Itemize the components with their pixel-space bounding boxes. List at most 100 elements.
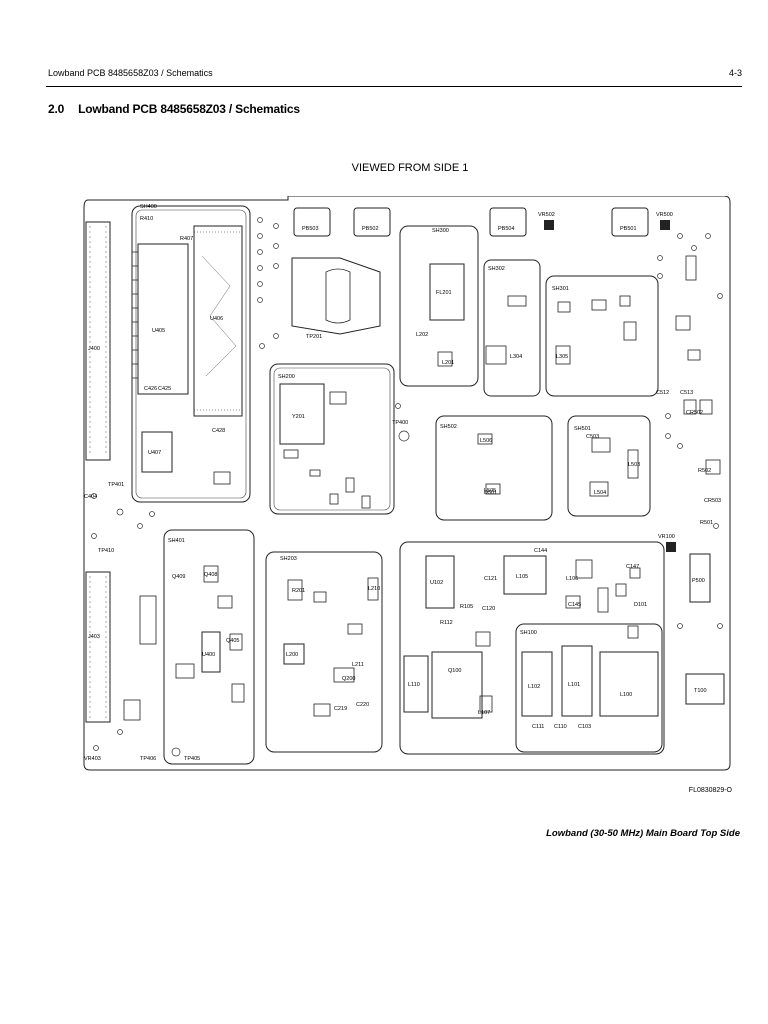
shield-sh502: [435, 415, 553, 521]
vias: [91, 217, 723, 757]
label-j400: J400: [88, 346, 100, 352]
section-title: 2.0 Lowband PCB 8485658Z03 / Schematics: [48, 102, 300, 116]
crystal-y201: [279, 383, 325, 445]
inductor-l102: [521, 651, 553, 717]
label-r410: R410: [140, 216, 153, 222]
label-sh501: SH501: [574, 426, 591, 432]
label-l110: L110: [408, 682, 420, 688]
label-c425: C425: [158, 386, 171, 392]
section-number: 2.0: [48, 102, 65, 116]
ic-u400: [201, 631, 221, 673]
connector-j403: [85, 571, 111, 723]
label-r201: R201: [292, 588, 305, 594]
label-l505: L505: [484, 488, 496, 494]
label-r105: R105: [460, 604, 473, 610]
shield-sh203: [265, 551, 383, 753]
label-d501: D501: [484, 490, 497, 496]
label-q200: Q200: [342, 676, 355, 682]
label-l106: L106: [566, 576, 578, 582]
board-outline: [83, 196, 731, 771]
label-c426: C426: [144, 386, 157, 392]
label-u407: U407: [148, 450, 161, 456]
shield-sh301: [545, 275, 659, 397]
smd-parts: [123, 255, 721, 721]
ic-u405: [137, 243, 189, 395]
label-tp400: TP400: [392, 420, 408, 426]
label-y201: Y201: [292, 414, 305, 420]
label-q405: Q405: [226, 638, 239, 644]
filter-fl201: [429, 263, 465, 321]
label-c144: C144: [534, 548, 547, 554]
vr500-pad: [660, 220, 670, 230]
label-sh400: SH400: [140, 204, 157, 210]
figure-caption: Lowband (30-50 MHz) Main Board Top Side: [546, 828, 740, 839]
label-c145: C145: [568, 602, 581, 608]
label-u102: U102: [430, 580, 443, 586]
label-l304: L304: [510, 354, 522, 360]
label-tp401: TP401: [108, 482, 124, 488]
inductor-l200: [283, 643, 305, 665]
label-r502: R502: [698, 468, 711, 474]
shield-sh302: [483, 259, 541, 397]
label-sh100: SH100: [520, 630, 537, 636]
section-title-text: Lowband PCB 8485658Z03 / Schematics: [78, 102, 300, 116]
label-c103: C103: [578, 724, 591, 730]
shield-sh200: [269, 363, 395, 515]
label-l503: L503: [628, 462, 640, 468]
label-l107: L107: [478, 710, 490, 716]
label-pb501: PB501: [620, 226, 637, 232]
inductor-l105: [503, 555, 547, 595]
label-c428: C428: [212, 428, 225, 434]
label-c121: C121: [484, 576, 497, 582]
label-cr502: CR502: [686, 410, 703, 416]
inductor-l100: [599, 651, 659, 717]
shield-sh300: [399, 225, 479, 387]
running-title: Lowband PCB 8485658Z03 / Schematics: [48, 68, 213, 78]
figure-id: FL0830829-O: [688, 787, 732, 794]
label-sh301: SH301: [552, 286, 569, 292]
ic-u102: [425, 555, 455, 609]
label-sh401: SH401: [168, 538, 185, 544]
inductor-l110: [403, 655, 429, 713]
label-c513: C513: [680, 390, 693, 396]
label-t100: T100: [694, 688, 707, 694]
label-q100: Q100: [448, 668, 461, 674]
label-c503: C503: [586, 434, 599, 440]
label-r112: R112: [440, 620, 453, 626]
shield-sh-rf: [399, 541, 665, 755]
connector-j400: [85, 221, 111, 461]
label-tp410: TP410: [98, 548, 114, 554]
label-c110: C110: [554, 724, 567, 730]
label-r407: R407: [180, 236, 193, 242]
label-cr503: CR503: [704, 498, 721, 504]
inductor-l101: [561, 645, 593, 717]
label-l202: L202: [416, 332, 428, 338]
label-c404: C404: [84, 494, 97, 500]
label-p500: P500: [692, 578, 705, 584]
label-fl201: FL201: [436, 290, 452, 296]
label-l101: L101: [568, 682, 580, 688]
tf201-outline: [291, 257, 381, 335]
pb502: [353, 207, 391, 237]
label-tp406: TP406: [140, 756, 156, 762]
label-sh200: SH200: [278, 374, 295, 380]
view-label: VIEWED FROM SIDE 1: [351, 162, 469, 174]
label-l210: L210: [368, 586, 380, 592]
label-sh502: SH502: [440, 424, 457, 430]
label-c111: C111: [532, 724, 544, 730]
label-c147: C147: [626, 564, 639, 570]
header-rule: [46, 86, 742, 87]
label-u405: U405: [152, 328, 165, 334]
label-q409: Q409: [172, 574, 185, 580]
label-l305: L305: [556, 354, 568, 360]
shield-sh100: [515, 623, 663, 753]
pb504: [489, 207, 527, 237]
label-q408: Q408: [204, 572, 217, 578]
label-l105: L105: [516, 574, 528, 580]
label-c219: C219: [334, 706, 347, 712]
label-l506: L506: [480, 438, 492, 444]
vr502-pad: [544, 220, 554, 230]
pb503: [293, 207, 331, 237]
vr100-pad: [666, 542, 676, 552]
label-tp201: TP201: [306, 334, 322, 340]
